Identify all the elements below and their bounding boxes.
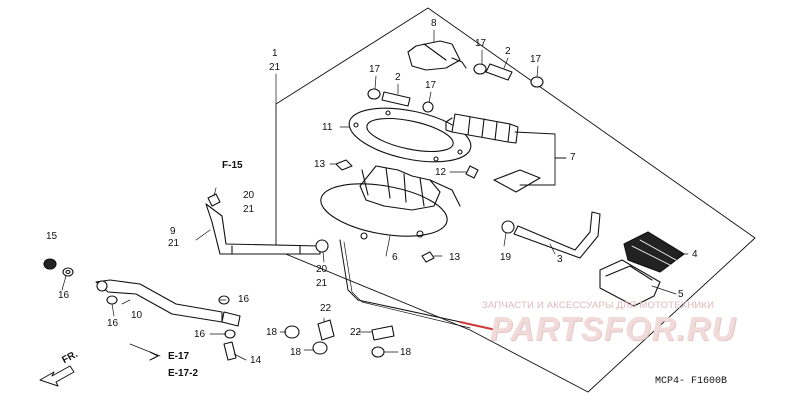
callout-4: 4 [692, 249, 698, 260]
part-8-filter-cap [407, 40, 467, 71]
callout-18: 18 [400, 347, 412, 358]
callout-17: 17 [530, 54, 542, 65]
callout-17: 17 [475, 38, 487, 49]
part-10-hose [95, 279, 241, 327]
part-7-strainer [493, 169, 541, 193]
callout-14: 14 [250, 355, 262, 366]
part-18-grommet-c [371, 346, 385, 358]
part-7-bracket [514, 131, 567, 186]
part-17-clip-mid-b [422, 101, 434, 113]
part-6-base-plate [320, 165, 461, 240]
callout-18: 18 [266, 327, 278, 338]
part-2-hose-mid [381, 91, 411, 107]
callout-21: 21 [243, 204, 255, 215]
callout-16: 16 [58, 290, 70, 301]
leader-lines [61, 29, 689, 361]
callout-5: 5 [678, 289, 684, 300]
callout-15: 15 [46, 231, 58, 242]
callout-7: 7 [570, 152, 576, 163]
diagram-code: MCP4- F1600B [655, 376, 728, 387]
part-3-hose [513, 211, 601, 259]
callout-8: 8 [431, 18, 437, 29]
callout-18: 18 [290, 347, 302, 358]
part-16-washer-left [62, 267, 74, 277]
callout-22: 22 [320, 303, 332, 314]
watermark-logo: PARTSFOR.RU [490, 310, 737, 347]
watermark-cable [459, 321, 497, 331]
callout-3: 3 [557, 254, 563, 265]
part-4-pad [623, 231, 685, 273]
part-14-bolt [223, 341, 237, 361]
part-16-washer-right-lower [224, 329, 236, 339]
callout-10: 10 [131, 310, 143, 321]
part-22-bracket-a [317, 319, 335, 341]
part-15-plug [43, 258, 57, 270]
part-17-clip-top-b [530, 76, 544, 88]
e17-arrow [149, 351, 159, 361]
callout-21: 21 [168, 238, 180, 249]
callout-13: 13 [449, 252, 461, 263]
part-11-gasket [348, 107, 472, 163]
callout-16: 16 [238, 294, 250, 305]
part-13-bolt-lower [421, 251, 435, 263]
callout-2: 2 [395, 72, 401, 83]
part-7-fuel-pump [445, 113, 519, 144]
callout-16: 16 [194, 329, 206, 340]
callout-13: 13 [314, 159, 326, 170]
part-9-hose [205, 203, 321, 255]
callout-17: 17 [369, 64, 381, 75]
part-12-clip [465, 165, 479, 179]
part-20-clip-center [315, 239, 329, 253]
callout-19: 19 [500, 252, 512, 263]
part-20-clip-left [207, 193, 221, 207]
callout-6: 6 [392, 252, 398, 263]
watermark-tagline: ЗАПЧАСТИ И АКСЕССУАРЫ ДЛЯ МОТОТЕХНИКИ [482, 300, 715, 311]
callout-17: 17 [425, 80, 437, 91]
part-2-hose-top [485, 63, 513, 81]
callout-2: 2 [505, 46, 511, 57]
callout-20: 20 [243, 190, 255, 201]
callout-21: 21 [269, 62, 281, 73]
callout-12: 12 [435, 167, 447, 178]
callout-22: 22 [350, 327, 362, 338]
callout-16: 16 [107, 318, 119, 329]
callout-9: 9 [170, 226, 176, 237]
part-18-grommet-a [284, 325, 300, 339]
callout-1: 1 [272, 48, 278, 59]
part-13-bolt-upper [335, 159, 353, 171]
part-22-bracket-b [371, 325, 395, 341]
part-16-washer-mid [106, 295, 118, 305]
ref-e17: E-17 [168, 351, 190, 362]
callout-20: 20 [316, 264, 328, 275]
part-18-grommet-b [312, 341, 328, 355]
part-5-cover [599, 259, 661, 307]
callout-21: 21 [316, 278, 328, 289]
ref-e17-2: E-17-2 [168, 368, 199, 379]
part-17-clip-top-a [473, 63, 487, 75]
front-direction-arrow [39, 365, 75, 387]
callout-11: 11 [322, 122, 333, 133]
part-19-clip [501, 220, 515, 234]
ref-f15: F-15 [222, 160, 243, 171]
part-17-clip-mid-a [367, 88, 381, 100]
